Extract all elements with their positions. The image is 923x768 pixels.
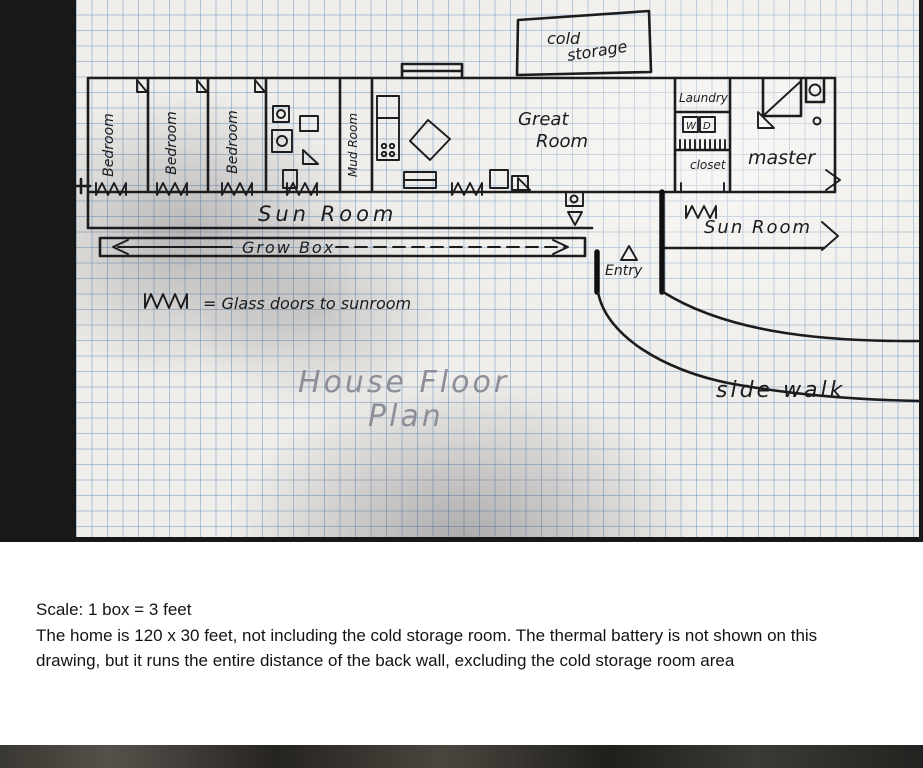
house-walls-path: [74, 62, 837, 258]
glass-door-hatches-path: [95, 182, 717, 219]
fixture-circle: [569, 194, 579, 204]
stove-burner: [388, 142, 396, 150]
plan-title-line1: House Floor: [298, 365, 509, 400]
fixture-circles: [276, 83, 822, 204]
entry-label: Entry: [605, 263, 643, 279]
master-label: master: [748, 147, 816, 169]
graph-paper: [76, 0, 919, 537]
grow-box-label: Grow Box: [242, 238, 335, 257]
sun-room-left-label: Sun Room: [258, 202, 397, 226]
great-room-label-line1: Great: [518, 109, 569, 130]
mud-room-label: Mud Room: [346, 113, 360, 177]
stove-burner: [380, 142, 388, 150]
bedroom-label-3: Bedroom: [225, 110, 241, 174]
cold-storage-outline: [515, 9, 653, 77]
bedroom-label-1: Bedroom: [101, 113, 117, 177]
entry-walls-path: [594, 189, 665, 295]
dryer-label: D: [703, 121, 711, 132]
arrowheads-path: [112, 169, 841, 255]
fixture-circle: [276, 109, 286, 119]
washer-label: W: [686, 121, 697, 132]
stove-burner: [388, 150, 396, 158]
caption-text: Scale: 1 box = 3 feet The home is 120 x …: [36, 597, 818, 674]
stove-burner: [380, 150, 388, 158]
floor-plan-photo: cold storage Bedroom Bedroom Bedroom Mud…: [0, 0, 923, 542]
side-walk-label: side walk: [716, 378, 845, 403]
door-triangles-path: [136, 79, 775, 261]
fixture-circle: [808, 83, 822, 97]
fixture-circle: [276, 135, 288, 147]
laundry-label: Laundry: [679, 91, 729, 105]
room-fixtures-path: [271, 81, 801, 207]
bedroom-label-2: Bedroom: [164, 111, 180, 175]
sun-room-right-label: Sun Room: [704, 217, 812, 238]
legend-text: = Glass doors to sunroom: [203, 294, 411, 313]
bottom-photo-strip: [0, 745, 923, 768]
caption-body: The home is 120 x 30 feet, not including…: [36, 625, 818, 671]
sidewalk-path: [596, 290, 923, 403]
legend-zigzag-symbol: [144, 293, 188, 309]
cold-storage-label-line1: cold: [547, 29, 581, 48]
closet-label: closet: [690, 158, 727, 172]
great-room-label-line2: Room: [536, 131, 588, 152]
floor-plan-drawing: cold storage Bedroom Bedroom Bedroom Mud…: [74, 9, 923, 434]
caption-scale-line: Scale: 1 box = 3 feet: [36, 600, 192, 619]
fixture-circle: [812, 116, 822, 126]
plan-title-line2: Plan: [368, 399, 444, 434]
